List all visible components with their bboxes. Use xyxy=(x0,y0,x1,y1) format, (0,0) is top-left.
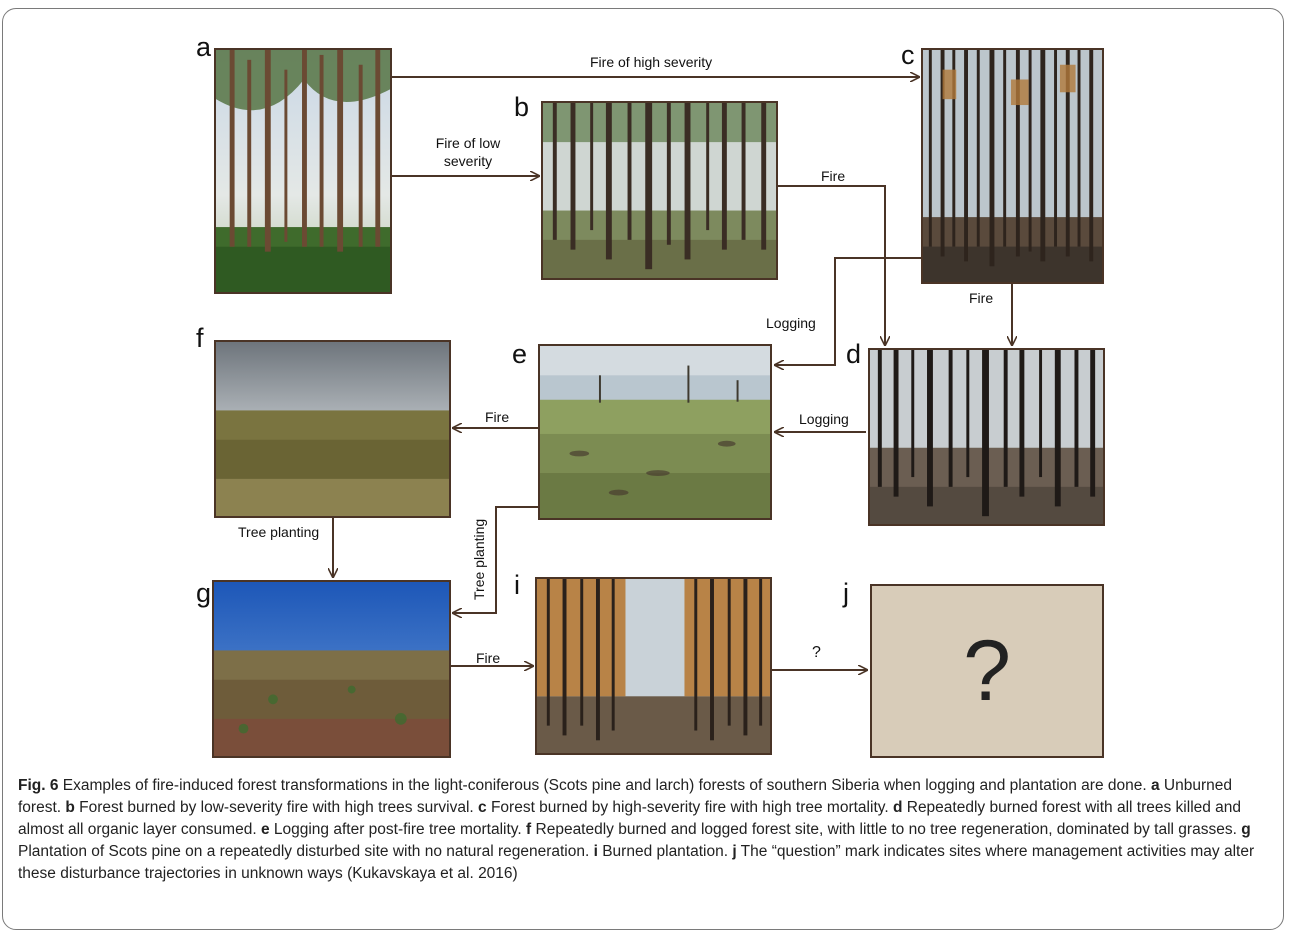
panel-letter-d: d xyxy=(846,339,862,369)
caption-key-a: a xyxy=(1151,777,1160,794)
caption-key-j: j xyxy=(732,843,737,860)
edge-label-e-f: Fire xyxy=(485,409,510,425)
caption-key-b: b xyxy=(65,799,75,816)
caption-fig-label: Fig. 6 xyxy=(18,777,59,794)
panel-letter-e: e xyxy=(512,339,528,369)
arrow-c-to-e xyxy=(775,257,921,365)
caption-text-b: Forest burned by low-severity fire with … xyxy=(74,799,479,816)
caption-text-f: Repeatedly burned and logged forest site… xyxy=(531,821,1242,838)
caption-text-e: Logging after post-fire tree mortality. xyxy=(269,821,527,838)
figure-frame xyxy=(2,8,1284,930)
question-mark: ? xyxy=(963,622,1011,719)
photo-b-low-severity-fire xyxy=(541,101,778,280)
caption-intro: Examples of fire-induced forest transfor… xyxy=(58,777,1151,794)
edge-label-b-d: Fire xyxy=(821,168,846,184)
question-box-j: ? xyxy=(870,584,1104,758)
diagram: a b c d e f g i j xyxy=(0,0,1290,760)
caption-text-i: Burned plantation. xyxy=(597,843,733,860)
panel-letter-i: i xyxy=(514,570,520,600)
caption-text-g: Plantation of Scots pine on a repeatedly… xyxy=(18,843,594,860)
photo-e-logging xyxy=(538,344,772,520)
figure-caption: Fig. 6 Examples of fire-induced forest t… xyxy=(18,775,1274,885)
caption-text-a: Unburned forest. xyxy=(18,777,1233,816)
panel-letter-f: f xyxy=(196,323,204,353)
caption-key-f: f xyxy=(526,821,532,838)
panel-letter-g: g xyxy=(196,578,212,608)
arrows-layer xyxy=(0,0,1290,760)
caption-text-c: Forest burned by high-severity fire with… xyxy=(486,799,893,816)
photo-i-burned-plantation xyxy=(535,577,772,755)
photo-d-repeatedly-burned xyxy=(868,348,1105,526)
edge-label-g-i: Fire xyxy=(476,650,501,666)
edge-label-i-j: ? xyxy=(812,644,821,661)
edge-label-d-e: Logging xyxy=(799,411,849,427)
caption-key-c: c xyxy=(478,799,487,816)
panel-letter-b: b xyxy=(514,92,530,122)
photo-c-high-severity-fire xyxy=(921,48,1104,284)
edge-label-c-e: Logging xyxy=(766,315,816,331)
photo-a-unburned-forest xyxy=(214,48,392,294)
edge-label-c-d: Fire xyxy=(969,290,994,306)
arrow-b-to-d xyxy=(778,185,885,345)
caption-text-j: The “question” mark indicates sites wher… xyxy=(18,843,1255,882)
photo-g-plantation xyxy=(212,580,451,758)
edge-label-a-c: Fire of high severity xyxy=(590,54,713,70)
panel-letter-c: c xyxy=(901,40,915,70)
photo-f-grassland xyxy=(214,340,451,518)
edge-label-a-b: Fire of low severity xyxy=(435,135,501,169)
arrow-e-to-g xyxy=(453,506,538,613)
caption-key-e: e xyxy=(260,821,270,838)
caption-text-d: Repeatedly burned forest with all trees … xyxy=(18,799,1242,838)
caption-key-g: g xyxy=(1241,821,1251,838)
panel-letter-a: a xyxy=(196,32,212,62)
edge-label-e-g: Tree planting xyxy=(471,518,487,600)
caption-key-d: d xyxy=(892,799,903,816)
panel-letter-j: j xyxy=(843,578,849,608)
caption-key-i: i xyxy=(593,843,598,860)
edge-label-f-g: Tree planting xyxy=(238,524,320,540)
